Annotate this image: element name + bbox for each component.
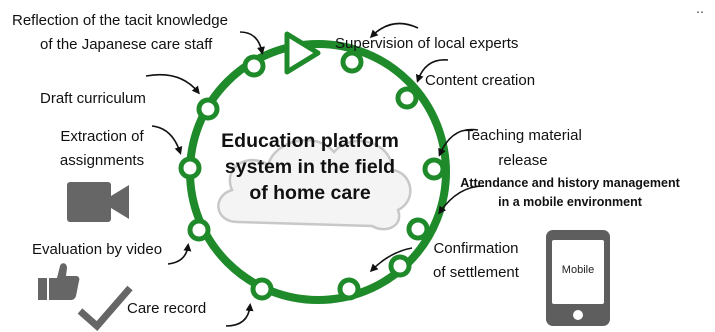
mobile-phone-icon — [546, 230, 610, 326]
label-reflection-line-2: of the Japanese care staff — [40, 36, 213, 53]
arrow-teaching-material — [438, 128, 479, 157]
ring-nodes — [178, 50, 446, 301]
thumbs-up-icon — [38, 263, 80, 300]
label-draft-curriculum: Draft curriculum — [40, 90, 146, 107]
label-teaching-material-line-2: release — [498, 152, 548, 169]
arrow-supervision — [369, 22, 419, 39]
checkmark-icon — [77, 285, 133, 331]
arrow-evaluation — [167, 243, 192, 265]
step-arrows — [145, 22, 485, 327]
center-title-line-1: Education platform — [221, 130, 399, 152]
label-care-record: Care record — [127, 300, 207, 317]
arrow-extraction — [151, 125, 183, 155]
node-evaluation — [187, 218, 211, 242]
cloud-icon — [217, 138, 412, 231]
video-camera-icon — [67, 182, 129, 222]
center-title: Education platform system in the field o… — [185, 128, 435, 206]
phone-screen-label: Mobile — [561, 264, 595, 276]
node-reflection — [242, 54, 266, 78]
node-confirmation — [388, 254, 412, 278]
center-title-line-3: of home care — [249, 182, 371, 204]
arrow-attendance — [438, 185, 485, 215]
arrow-draft-curriculum — [145, 73, 200, 95]
node-content-creation — [395, 86, 419, 110]
node-draft-curriculum — [196, 97, 220, 121]
node-supervision — [340, 50, 364, 74]
arrow-confirmation — [369, 247, 413, 273]
node-attendance — [406, 217, 430, 241]
node-care-record — [250, 277, 274, 301]
label-confirmation-line-1: Confirmation — [433, 240, 519, 257]
corner-mark: ‥ — [696, 2, 705, 16]
arrow-care-record — [225, 303, 254, 327]
label-attendance-line-2: in a mobile environment — [498, 195, 642, 209]
center-title-line-2: system in the field — [224, 156, 396, 178]
label-attendance-line-1: Attendance and history management — [460, 176, 680, 190]
label-content-creation: Content creation — [425, 72, 536, 89]
node-extraction — [178, 156, 202, 180]
label-reflection-line-1: Reflection of the tacit knowledge — [12, 12, 228, 29]
label-teaching-material-line-1: Teaching material — [464, 127, 582, 144]
label-extraction-line-1: Extraction of — [60, 128, 144, 145]
play-triangle-icon — [284, 31, 321, 75]
node-teaching-material — [422, 157, 446, 181]
label-confirmation-line-2: of settlement — [433, 264, 519, 281]
arrow-content-creation — [415, 59, 449, 83]
label-extraction-line-2: assignments — [59, 152, 145, 169]
label-supervision: Supervision of local experts — [335, 35, 519, 52]
node-bottom — [337, 277, 361, 301]
label-evaluation: Evaluation by video — [32, 241, 163, 258]
arrow-reflection — [239, 31, 265, 55]
